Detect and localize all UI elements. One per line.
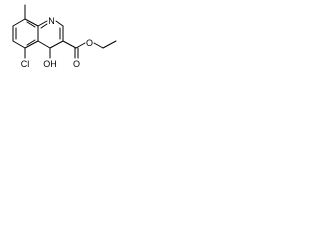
bond	[55, 20, 64, 27]
bond	[102, 40, 117, 49]
bond	[93, 42, 104, 49]
ester-oxygen-label: O	[86, 38, 93, 48]
ester-group	[62, 40, 117, 59]
hydroxyl-atom-label: OH	[43, 59, 57, 69]
bond	[12, 40, 26, 49]
double-bond-inner	[26, 39, 36, 46]
pyridine-ring	[37, 20, 64, 49]
double-bond-inner	[40, 23, 48, 29]
bond	[75, 42, 86, 49]
chlorine-atom-label: Cl	[21, 59, 30, 69]
structure-canvas: N Cl OH O O	[0, 0, 140, 88]
benzo-ring	[12, 18, 39, 49]
bond	[62, 40, 77, 49]
bond	[24, 18, 39, 27]
bond	[12, 18, 26, 27]
bond	[24, 40, 39, 49]
double-bond-inner	[26, 21, 36, 28]
bond	[49, 40, 64, 49]
carbonyl-oxygen-label: O	[73, 59, 80, 69]
bond	[37, 20, 48, 27]
molecule-structure: N Cl OH O O	[12, 4, 117, 69]
nitrogen-atom-label: N	[48, 16, 55, 26]
bond	[37, 40, 51, 49]
